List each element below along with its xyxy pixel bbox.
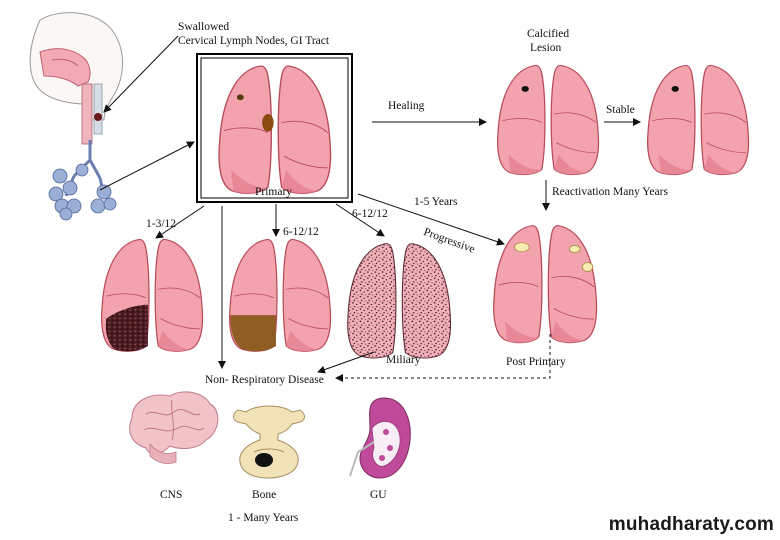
kidney-icon xyxy=(349,397,411,479)
label-non-respiratory: Non- Respiratory Disease xyxy=(205,374,324,386)
watermark: muhadharaty.com xyxy=(608,514,774,535)
lung-icon xyxy=(218,65,332,195)
label-bone: Bone xyxy=(252,489,277,501)
head-airway-icon xyxy=(29,12,124,145)
lung-icon xyxy=(101,238,204,352)
label-stable: Stable xyxy=(606,104,635,116)
label-6-12-12-b: 6-12/12 xyxy=(352,208,388,220)
lung-icon xyxy=(647,64,750,176)
arrow-post-primary-dashed xyxy=(335,334,551,382)
label-1-many-years: 1 - Many Years xyxy=(228,512,299,524)
brain-icon xyxy=(129,391,219,464)
label-reactivation: Reactivation Many Years xyxy=(552,186,668,198)
primary-box-outer xyxy=(196,53,353,203)
arrow-to-primary xyxy=(99,141,195,191)
vertebra-icon xyxy=(233,405,305,479)
label-1-5-years: 1-5 Years xyxy=(414,196,458,208)
lung-icon xyxy=(347,243,452,359)
flow-arrows xyxy=(99,35,641,374)
label-swallowed: Swallowed xyxy=(178,21,230,33)
label-cns: CNS xyxy=(160,489,183,501)
lung-icon xyxy=(229,238,332,352)
label-lesion: Lesion xyxy=(530,42,562,54)
arrow-swallowed xyxy=(103,35,179,113)
label-calcified: Calcified xyxy=(527,28,570,40)
arrow-1-3-12 xyxy=(155,205,205,239)
arrow-miliary xyxy=(317,351,375,374)
label-primary: Primary xyxy=(255,186,293,198)
label-miliary: Miliary xyxy=(386,354,421,366)
label-post-primary: Post Primary xyxy=(506,356,566,368)
label-cervical-nodes: Cervical Lymph Nodes, GI Tract xyxy=(178,35,330,47)
bronchial-tree-icon xyxy=(48,140,117,221)
label-healing: Healing xyxy=(388,100,425,112)
label-1-3-12: 1-3/12 xyxy=(146,218,177,230)
arrow-6-12-12-b xyxy=(335,203,385,237)
label-6-12-12-a: 6-12/12 xyxy=(283,226,319,238)
lung-icon xyxy=(493,224,598,344)
arrow-progressive xyxy=(357,193,505,246)
label-gu: GU xyxy=(370,489,387,501)
lung-icon xyxy=(497,64,600,176)
